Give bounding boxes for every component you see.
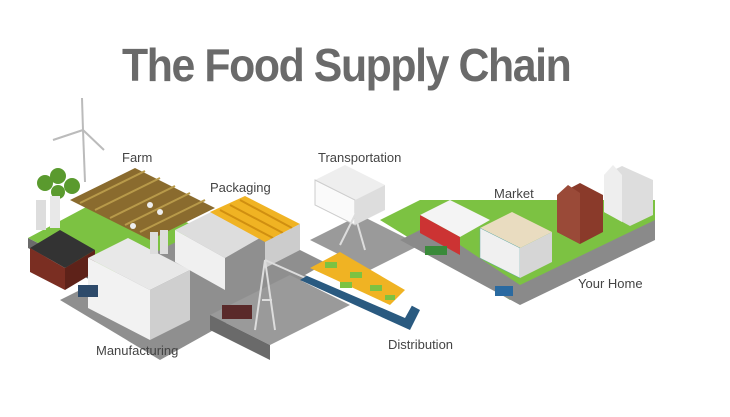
container-ship [300, 252, 420, 330]
wind-turbine-icon [52, 97, 105, 183]
stage-label-farm: Farm [122, 150, 153, 165]
manufacturing-building [60, 215, 330, 360]
page-title: The Food Supply Chain [122, 39, 572, 91]
stage-label-manufacturing: Manufacturing [96, 343, 179, 358]
stage-label-packaging: Packaging [210, 180, 271, 195]
distribution-dock [210, 165, 420, 360]
stage-label-market: Market [494, 186, 534, 201]
stage-label-distribution: Distribution [388, 337, 454, 352]
stage-label-transportation: Transportation [318, 150, 402, 165]
town-area [380, 165, 655, 305]
packaging-building [175, 196, 300, 290]
stage-label-your-home: Your Home [578, 276, 643, 291]
